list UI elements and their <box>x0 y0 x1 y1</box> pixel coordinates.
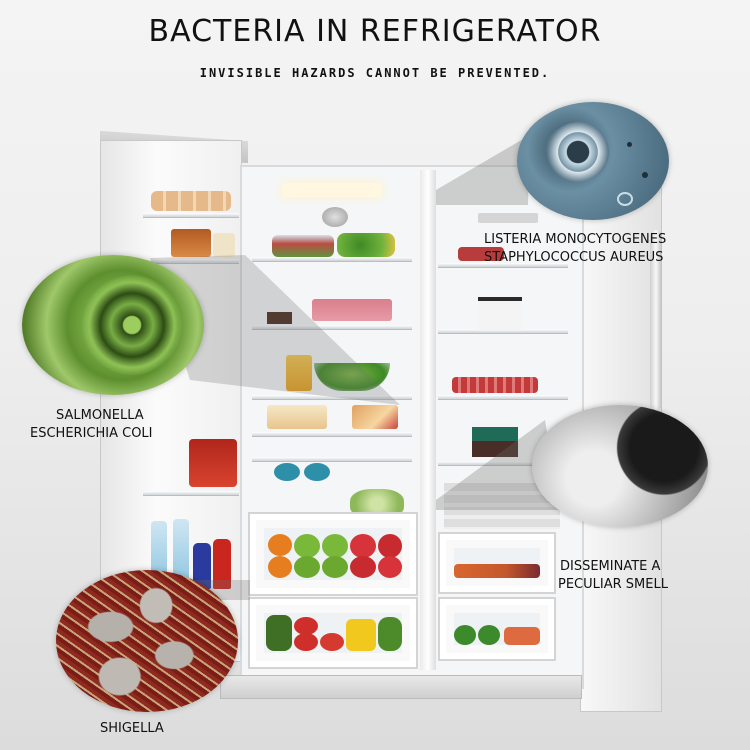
vegetable-bowl <box>337 233 395 257</box>
green-apple <box>294 556 320 578</box>
page-subtitle: INVISIBLE HAZARDS CANNOT BE PREVENTED. <box>199 66 551 80</box>
tomato <box>294 633 318 651</box>
red-apple <box>378 556 402 578</box>
green-pepper <box>378 617 402 651</box>
frozen-bag <box>454 564 540 578</box>
bagged-greens <box>478 625 500 645</box>
freezer-shelf <box>438 395 568 400</box>
salmonella-microscope-image <box>22 255 204 395</box>
bottle-rack-bottle <box>304 463 330 481</box>
fridge-light <box>282 183 382 197</box>
callout-label-shigella: SHIGELLA <box>100 720 164 738</box>
fruit-drawer[interactable] <box>248 512 418 596</box>
bacteria-cluster-icon <box>547 122 609 182</box>
air-vent <box>322 207 348 227</box>
water-bottle <box>151 521 167 585</box>
jar <box>171 229 211 257</box>
green-apple <box>294 534 320 558</box>
bagged-carrots <box>504 627 540 645</box>
door-handle <box>650 230 662 410</box>
orange <box>268 534 292 556</box>
dessert <box>267 312 292 324</box>
center-divider <box>420 170 436 670</box>
beam-salmonella <box>150 255 400 405</box>
drawer-window <box>454 613 540 645</box>
freezer-shelf <box>438 461 568 466</box>
cell <box>617 192 633 206</box>
shelf <box>252 395 412 400</box>
door-shelf <box>143 213 239 218</box>
eggs <box>151 191 231 211</box>
bottle-rack-bottle <box>274 463 300 481</box>
shigella-microscope-image <box>56 570 238 712</box>
shelf <box>252 432 412 437</box>
dot <box>642 172 648 178</box>
meat <box>458 247 504 261</box>
brown-container <box>472 441 518 457</box>
green-apple <box>322 556 348 578</box>
orange <box>268 556 292 578</box>
bottle <box>213 233 235 257</box>
dot <box>627 142 632 147</box>
meat <box>452 377 538 393</box>
sauce-jars <box>189 439 237 487</box>
freezer-shelf <box>438 329 568 334</box>
water-bottle <box>173 519 189 585</box>
cucumbers <box>266 615 292 651</box>
label-line: DISSEMINATE A <box>560 559 661 574</box>
cheese-wedge <box>352 405 398 429</box>
label-line: STAPHYLOCOCCUS AUREUS <box>484 250 664 265</box>
tomato <box>294 617 318 635</box>
smell-smoke-image <box>532 405 708 527</box>
red-bottle <box>213 539 231 589</box>
cake <box>312 299 392 321</box>
virus-particle-icon <box>82 275 182 375</box>
juice-glass <box>286 355 312 391</box>
label-line: LISTERIA MONOCYTOGENES <box>484 232 667 247</box>
red-apple <box>350 556 376 578</box>
label-line: PECULIAR SMELL <box>558 577 668 592</box>
red-apple <box>378 534 402 558</box>
red-apple <box>350 534 376 558</box>
shelf <box>252 325 412 330</box>
beam-listeria <box>436 135 530 205</box>
freezer-drawer-top[interactable] <box>438 532 556 594</box>
ice-tray <box>478 213 538 223</box>
page-title: BACTERIA IN REFRIGERATOR <box>148 14 602 49</box>
container <box>478 297 522 331</box>
callout-label-smell: DISSEMINATE A PECULIAR SMELL <box>558 558 668 594</box>
bagged-greens <box>454 625 476 645</box>
door-shelf <box>143 491 239 496</box>
freezer-compartment <box>438 183 568 663</box>
beam-smell <box>436 420 560 510</box>
green-container <box>472 423 518 445</box>
fridge-body <box>240 165 584 689</box>
yellow-pepper <box>346 619 376 651</box>
callout-label-salmonella: SALMONELLA ESCHERICHIA COLI <box>30 407 153 443</box>
green-apple <box>322 534 348 558</box>
salad-container <box>272 235 334 257</box>
label-line: SALMONELLA <box>56 408 144 423</box>
freezer-drawer-bottom[interactable] <box>438 597 556 661</box>
tomato <box>320 633 344 651</box>
vegetable-drawer[interactable] <box>248 597 418 669</box>
fridge-base <box>220 675 582 699</box>
shelf <box>252 257 412 262</box>
shelf <box>252 457 412 462</box>
freezer-shelf <box>438 263 568 268</box>
drawer-window <box>264 528 402 580</box>
label-line: ESCHERICHIA COLI <box>30 426 153 441</box>
blue-bottle <box>193 543 211 589</box>
callout-label-listeria: LISTERIA MONOCYTOGENES STAPHYLOCOCCUS AU… <box>484 231 666 267</box>
drawer-window <box>264 613 402 653</box>
label-line: SHIGELLA <box>100 721 164 736</box>
salad-bowl <box>314 363 390 391</box>
drawer-window <box>454 548 540 578</box>
listeria-microscope-image <box>517 102 669 220</box>
cheese <box>267 405 327 429</box>
door-shelf <box>143 259 239 264</box>
